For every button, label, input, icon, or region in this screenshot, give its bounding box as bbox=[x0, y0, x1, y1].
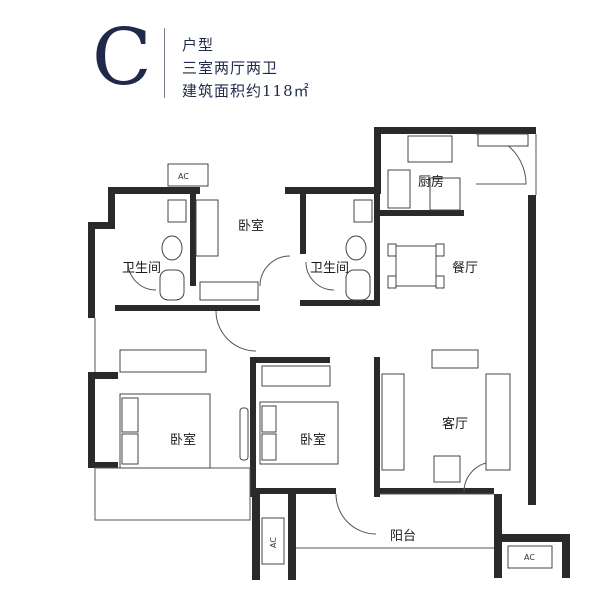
pillow bbox=[121, 433, 139, 465]
pillow bbox=[121, 397, 139, 433]
door-swing bbox=[305, 261, 335, 291]
bathroom-label: 卫生间 bbox=[310, 261, 349, 276]
room-labels: 卫生间 卧室 卫生间 厨房 餐厅 卧室 卧室 客厅 阳台 AC AC AC bbox=[122, 172, 535, 562]
balcony-label: 阳台 bbox=[390, 529, 416, 544]
wall bbox=[374, 194, 380, 306]
ac-label: AC bbox=[269, 537, 278, 548]
wall bbox=[108, 187, 200, 194]
living-room-label: 客厅 bbox=[442, 416, 468, 432]
ac-label: AC bbox=[524, 553, 535, 562]
wardrobe bbox=[195, 199, 219, 257]
wall bbox=[374, 210, 464, 216]
wall bbox=[374, 357, 380, 497]
dining-table bbox=[395, 245, 437, 287]
washbasin bbox=[159, 269, 185, 301]
wall bbox=[88, 372, 118, 379]
door-swing bbox=[259, 255, 291, 287]
pillow bbox=[261, 405, 277, 433]
wall bbox=[494, 534, 502, 578]
fridge bbox=[429, 177, 461, 211]
left-bay-window bbox=[94, 467, 251, 521]
wall bbox=[300, 194, 306, 254]
wall bbox=[88, 222, 115, 229]
ac-unit-right bbox=[507, 545, 553, 569]
wall bbox=[190, 305, 260, 311]
bedroom-label: 卧室 bbox=[238, 218, 264, 234]
floorplan-type-letter: C bbox=[92, 13, 152, 103]
vent-grill bbox=[477, 133, 529, 147]
wardrobe bbox=[261, 365, 331, 387]
plan-area-label: 建筑面积约118㎡ bbox=[182, 82, 310, 100]
wall bbox=[108, 187, 115, 227]
door-swing bbox=[335, 493, 377, 535]
wardrobe bbox=[119, 349, 207, 373]
sofa bbox=[485, 373, 511, 471]
door-swing bbox=[215, 310, 257, 352]
chair bbox=[435, 275, 445, 289]
shower bbox=[167, 199, 187, 223]
wall bbox=[300, 300, 380, 306]
wall bbox=[494, 494, 502, 534]
wall bbox=[374, 488, 494, 494]
wall bbox=[115, 305, 190, 311]
wall bbox=[494, 534, 570, 542]
header-divider bbox=[164, 28, 165, 98]
bedroom-label: 卧室 bbox=[300, 432, 326, 448]
chair bbox=[435, 243, 445, 257]
toilet bbox=[161, 235, 183, 261]
tv-cabinet bbox=[381, 373, 405, 471]
wall bbox=[250, 357, 330, 363]
wall bbox=[250, 357, 256, 497]
wall bbox=[88, 372, 95, 468]
wall bbox=[190, 194, 196, 286]
fixtures bbox=[119, 133, 553, 569]
bathroom-label: 卫生间 bbox=[122, 261, 161, 276]
thin-walls bbox=[94, 134, 537, 549]
wall bbox=[374, 127, 474, 134]
wall bbox=[562, 534, 570, 578]
pillow bbox=[261, 433, 277, 461]
armchair bbox=[431, 349, 479, 369]
plan-layout-label: 三室两厅两卫 bbox=[182, 59, 279, 77]
dining-label: 餐厅 bbox=[452, 260, 478, 276]
ac-unit-top bbox=[167, 163, 209, 187]
wall bbox=[285, 187, 381, 194]
bedroom-label: 卧室 bbox=[170, 432, 196, 448]
wall bbox=[88, 222, 95, 318]
kitchen-label: 厨房 bbox=[418, 174, 444, 190]
plan-type-label: 户型 bbox=[182, 36, 215, 54]
walls bbox=[88, 127, 570, 580]
radiator bbox=[199, 281, 259, 301]
sink bbox=[387, 169, 411, 209]
wall bbox=[252, 494, 260, 580]
mirror bbox=[239, 407, 249, 461]
chair bbox=[387, 275, 397, 289]
wall bbox=[256, 488, 336, 494]
shower bbox=[353, 199, 373, 223]
toilet bbox=[345, 235, 367, 261]
ac-label: AC bbox=[178, 172, 189, 181]
wall bbox=[528, 195, 536, 505]
side-table bbox=[433, 455, 461, 483]
wall bbox=[374, 127, 381, 187]
ac-unit-bottom bbox=[261, 517, 285, 565]
door-swing bbox=[127, 261, 157, 291]
wall bbox=[474, 127, 536, 134]
wall bbox=[288, 494, 296, 580]
chair bbox=[387, 243, 397, 257]
washbasin bbox=[345, 269, 371, 301]
wall bbox=[88, 462, 118, 468]
stove bbox=[407, 135, 453, 163]
